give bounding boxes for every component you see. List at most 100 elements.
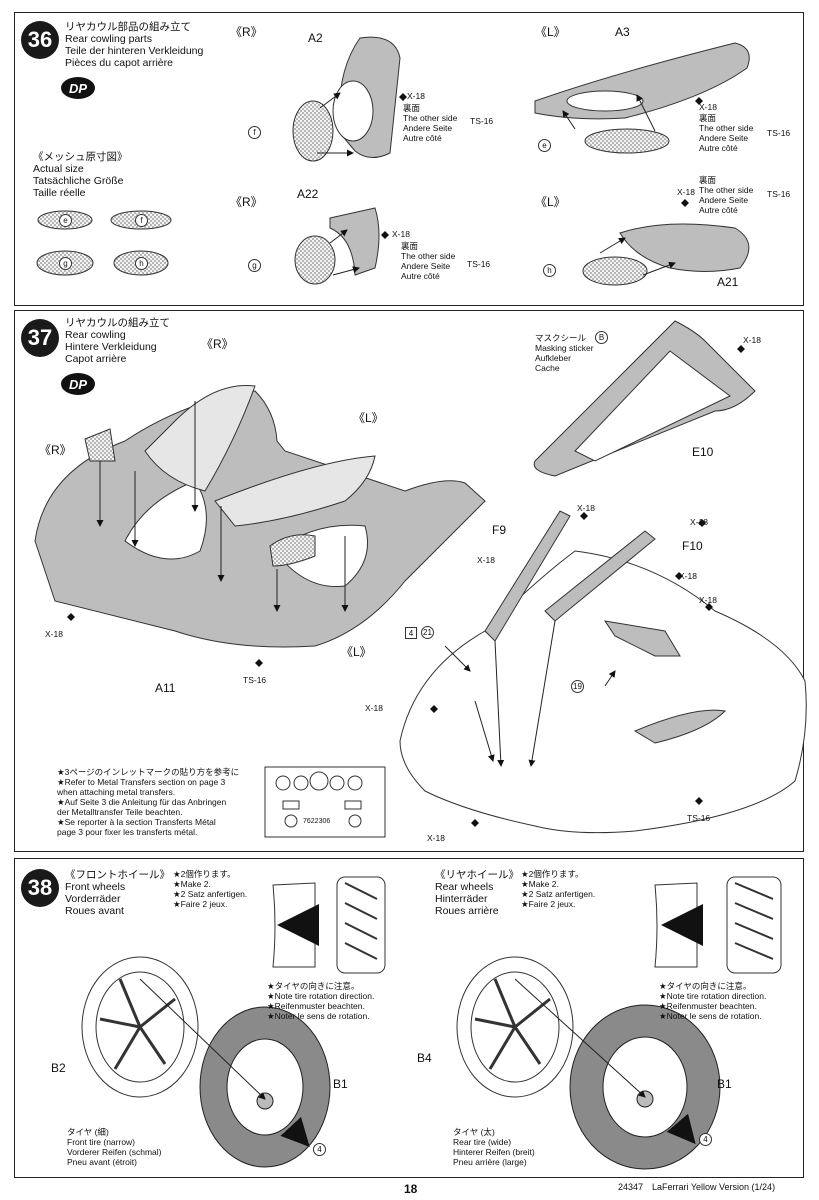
mesh-label-e: e [59, 214, 72, 227]
other-side-a22: 裏面 The other side Andere Seite Autre côt… [401, 241, 456, 281]
transfer-code: 7622306 [303, 818, 331, 825]
x18-marker-a22 [381, 231, 389, 239]
step-36-title: リヤカウル部品の組み立て Rear cowling parts Teile de… [65, 21, 204, 69]
x18-marker-a3 [695, 97, 703, 105]
part-label-a21: A21 [717, 275, 739, 289]
step-37-number: 37 [21, 319, 59, 357]
a3-opening [566, 90, 644, 112]
side-l-label-2: 《L》 [535, 195, 566, 209]
mesh-insert-l [269, 534, 316, 567]
x18-marker-f10b [675, 572, 683, 580]
x18-label-a11: X-18 [45, 629, 63, 639]
dp-badge: DP [61, 373, 95, 395]
x18-marker-a2 [399, 93, 407, 101]
side-r-label: 《R》 [230, 25, 263, 39]
part-label-g: g [248, 259, 261, 272]
rear-wheels-title: 《リヤホイール》 Rear wheels Hinterräder Roues a… [435, 869, 519, 917]
ts16-marker-a11 [255, 659, 263, 667]
ts16-label-a3: TS-16 [767, 128, 791, 138]
part-f10-shape [544, 530, 656, 622]
e10-window [574, 350, 731, 462]
x18-label-bottom: X-18 [427, 833, 445, 843]
other-side-a21: 裏面 The other side Andere Seite Autre côt… [699, 175, 754, 215]
masking-code-b: B [595, 331, 608, 344]
car-engine-strut [603, 620, 681, 657]
part-a22-shape [329, 207, 380, 276]
part-label-b1-rear: B1 [717, 1077, 732, 1091]
step-36-number: 36 [21, 21, 59, 59]
step-38-illustration [81, 876, 782, 1170]
x18-marker-e10 [737, 345, 745, 353]
part-a3-shape [534, 42, 750, 120]
rotation-note-rear: ★タイヤの向きに注意。 ★Note tire rotation directio… [659, 981, 767, 1021]
ts16-label-a2: TS-16 [470, 116, 494, 126]
mesh-label-h: h [135, 257, 148, 270]
x18-label-e10: X-18 [743, 335, 761, 345]
part-label-b1-front: B1 [333, 1077, 348, 1091]
side-r-label-a: 《R》 [201, 337, 234, 351]
front-tire-label: タイヤ (細) Front tire (narrow) Vorderer Rei… [67, 1127, 162, 1167]
part-label-f10: F10 [682, 539, 703, 553]
side-r-label-b: 《R》 [39, 443, 72, 457]
step-37-title: リヤカウルの組み立て Rear cowling Hintere Verkleid… [65, 317, 170, 365]
product-code: 24347 [618, 1182, 644, 1192]
x18-marker-a11 [67, 613, 75, 621]
make-2-front: ★2個作ります。 ★Make 2. ★2 Satz anfertigen. ★F… [173, 869, 248, 909]
ts16-label-a11: TS-16 [243, 675, 267, 685]
x18-label-a3: X-18 [699, 102, 717, 112]
step-38-panel: 38 《フロントホイール》 Front wheels Vorderräder R… [14, 858, 804, 1178]
rear-tire-label: タイヤ (太) Rear tire (wide) Hinterer Reifen… [453, 1127, 535, 1167]
mesh-label-f: f [135, 214, 148, 227]
other-side-a3: 裏面 The other side Andere Seite Autre côt… [699, 113, 754, 153]
mesh-actual-size-title: 《メッシュ原寸図》 Actual size Tatsächliche Größe… [33, 151, 128, 199]
mesh-h-l [582, 256, 648, 286]
a2-opening [332, 80, 374, 142]
part-label-h: h [543, 264, 556, 277]
part-label-a11: A11 [155, 681, 176, 695]
callout-4-front: 4 [313, 1143, 326, 1156]
part-label-a3: A3 [615, 25, 630, 39]
x18-label-a21: X-18 [677, 187, 695, 197]
x18-label-body: X-18 [365, 703, 383, 713]
step-37-illustration [34, 320, 807, 838]
x18-marker-a21 [681, 199, 689, 207]
part-a21-shape [619, 223, 750, 272]
front-wheels-title: 《フロントホイール》 Front wheels Vorderräder Roue… [65, 869, 170, 917]
part-label-f: f [248, 126, 261, 139]
ts16-label-a22: TS-16 [467, 259, 491, 269]
mesh-g-r [294, 235, 336, 285]
part-label-e10: E10 [692, 445, 714, 459]
x18-marker-strut [705, 603, 713, 611]
side-l-label: 《L》 [535, 25, 566, 39]
x18-marker-body [430, 705, 438, 713]
car-body-shape [399, 550, 807, 834]
x18-label-f10: X-18 [690, 517, 708, 527]
ts16-label-body: TS-16 [687, 813, 711, 823]
masking-sticker-label: マスクシール Masking sticker Aufkleber Cache [535, 333, 594, 373]
mesh-f-r [292, 100, 334, 162]
product-name: LaFerrari Yellow Version (1/24) [652, 1182, 776, 1192]
callout-19: 19 [571, 680, 584, 693]
part-label-b2: B2 [51, 1061, 66, 1075]
rotation-note-front: ★タイヤの向きに注意。 ★Note tire rotation directio… [267, 981, 375, 1021]
x18-label-a22: X-18 [392, 229, 410, 239]
part-f9-shape [484, 510, 571, 642]
step-36-panel: 36 リヤカウル部品の組み立て Rear cowling parts Teile… [14, 12, 804, 306]
mesh-insert-r [84, 428, 116, 462]
mesh-label-g: g [59, 257, 72, 270]
mesh-e-l [584, 128, 670, 154]
x18-label-a2: X-18 [407, 91, 425, 101]
callout-4: 4 [405, 627, 417, 639]
rear-tire-tread-view [726, 876, 782, 974]
front-tire-tread-view [336, 876, 386, 974]
ts16-label-a21: TS-16 [767, 189, 791, 199]
x18-marker-bottom [471, 819, 479, 827]
side-r-label-2: 《R》 [230, 195, 263, 209]
step-38-number: 38 [21, 869, 59, 907]
x18-marker-f9 [580, 512, 588, 520]
part-label-f9: F9 [492, 523, 507, 537]
car-intake-dark [633, 709, 727, 744]
x18-label-f10b: X-18 [679, 571, 697, 581]
part-label-a22: A22 [297, 187, 319, 201]
a11-top-panel-l [214, 455, 376, 527]
